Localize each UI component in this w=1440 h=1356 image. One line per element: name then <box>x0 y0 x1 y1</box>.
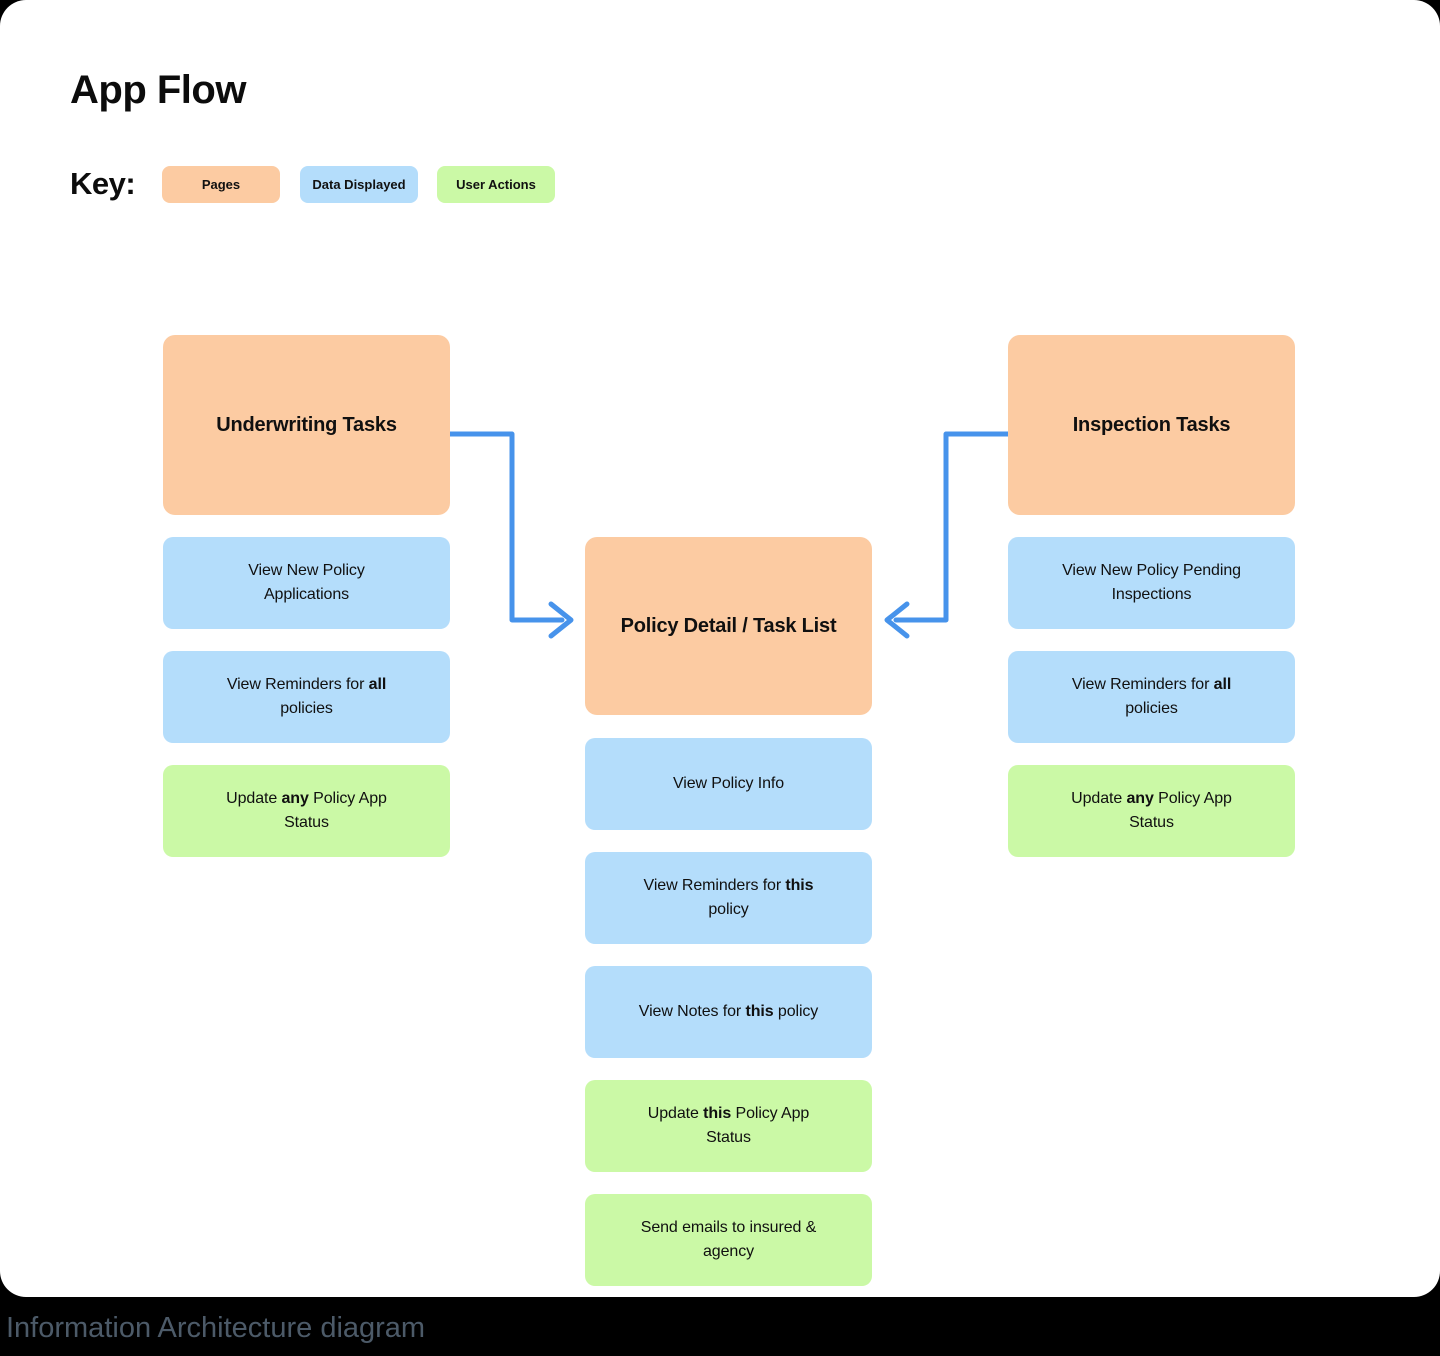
box-view-new-policy-pending-inspections: View New Policy Pending Inspections <box>1008 537 1295 629</box>
node-inspection-tasks: Inspection Tasks <box>1008 335 1295 515</box>
diagram-canvas: App Flow Key: Pages Data Displayed User … <box>0 0 1440 1297</box>
box-view-policy-info: View Policy Info <box>585 738 872 830</box>
key-label: Key: <box>70 166 136 201</box>
legend-chip-pages-label: Pages <box>201 177 241 192</box>
node-underwriting-tasks: Underwriting Tasks <box>163 335 450 515</box>
box-send-emails-insured-agency: Send emails to insured & agency <box>585 1194 872 1286</box>
box-view-reminders-all-policies-right: View Reminders for all policies <box>1008 651 1295 743</box>
box-view-new-policy-applications: View New Policy Applications <box>163 537 450 629</box>
node-inspection-tasks-label: Inspection Tasks <box>1072 414 1231 436</box>
page-title: App Flow <box>70 68 246 112</box>
node-underwriting-tasks-label: Underwriting Tasks <box>216 414 397 436</box>
legend-chip-pages: Pages <box>162 166 280 203</box>
node-policy-detail-task-list: Policy Detail / Task List <box>585 537 872 715</box>
flow-arrow-underwriting-to-policy-detail <box>447 431 574 639</box>
box-view-reminders-this-policy: View Reminders for this policy <box>585 852 872 944</box>
node-policy-detail-task-list-label: Policy Detail / Task List <box>620 615 837 637</box>
box-update-this-policy-app-status: Update this Policy App Status <box>585 1080 872 1172</box>
image-caption: Information Architecture diagram <box>6 1312 426 1344</box>
legend-chip-user-actions-label: User Actions <box>456 177 536 192</box>
legend-chip-data-displayed: Data Displayed <box>300 166 418 203</box>
box-view-reminders-all-policies-left: View Reminders for all policies <box>163 651 450 743</box>
legend-chip-data-displayed-label: Data Displayed <box>312 177 406 192</box>
flow-arrow-inspection-to-policy-detail <box>884 431 1011 639</box>
legend-chip-user-actions: User Actions <box>437 166 555 203</box>
box-view-notes-this-policy: View Notes for this policy <box>585 966 872 1058</box>
box-update-any-policy-app-status-left: Update any Policy App Status <box>163 765 450 857</box>
box-update-any-policy-app-status-right: Update any Policy App Status <box>1008 765 1295 857</box>
